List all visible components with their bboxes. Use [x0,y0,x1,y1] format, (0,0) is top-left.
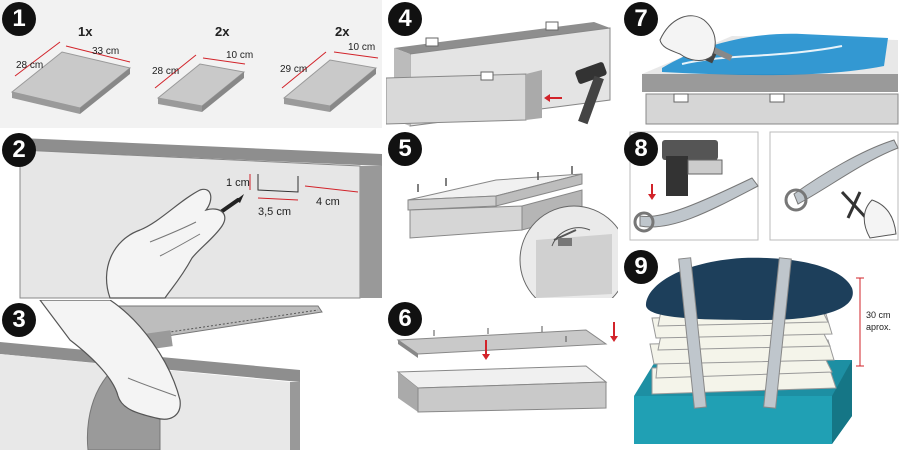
strap-left [678,257,707,409]
step-6-badge: 6 [388,302,422,336]
detail-inset [519,205,618,298]
sawing-illustration [0,300,323,450]
notch-outline [257,174,299,193]
painting-illustration [642,15,899,125]
board-2-length: 28 cm [152,66,180,77]
step-9-badge: 9 [624,250,658,284]
step-6-panel [386,300,618,450]
board-2-width: 10 cm [226,50,254,61]
arrow-down-icon [610,322,618,342]
board-1-length: 28 cm [16,60,44,71]
step-4-panel [386,0,618,128]
board-medium-a [154,54,246,112]
step-9-panel: 30 cm aprox. [622,248,900,450]
step-7-panel [622,0,900,128]
step-5-panel [386,130,618,298]
notch-offset-label: 4 cm [316,196,340,208]
hand-illustration [39,300,181,420]
step-1-badge: 1 [2,2,36,36]
step-1-panel: 1x 33 cm 28 cm 2x 10 cm 28 cm 2x 10 cm 2… [0,0,382,128]
step-2-badge: 2 [2,133,36,167]
notch-dimensions [249,174,359,201]
step-5-badge: 5 [388,132,422,166]
board-medium-b [281,51,379,112]
step-3-badge: 3 [2,303,36,337]
board-1-width: 33 cm [92,46,120,57]
notch-marking-illustration [19,138,382,299]
step-8-panel [622,130,900,246]
arrow-left-icon [544,94,562,102]
step-3-panel [0,300,382,450]
step-2-panel: 1 cm 3,5 cm 4 cm [0,130,382,300]
arrow-down-icon [482,340,490,360]
hammer-icon [575,62,607,125]
stacked-press-illustration [634,257,864,444]
arrow-down-icon [648,184,656,200]
boards-illustration [10,41,379,114]
straps-illustration [629,131,899,241]
board-3-width: 10 cm [348,42,376,53]
scissors-icon [840,190,870,222]
approx-label: aprox. [866,322,892,332]
step-8-badge: 8 [624,132,658,166]
board-3-qty: 2x [335,24,350,39]
step-4-badge: 4 [388,2,422,36]
lid-attaching-illustration [396,322,618,413]
notch-depth-label: 1 cm [226,177,250,189]
board-3-length: 29 cm [280,64,308,75]
step-7-badge: 7 [624,2,658,36]
height-label: 30 cm [866,310,891,320]
notch-width-label: 3,5 cm [258,206,292,218]
stapler-icon [662,140,723,196]
board-2-qty: 2x [215,24,230,39]
strap-right [763,257,792,409]
board-1-qty: 1x [78,24,93,39]
board-large [10,41,132,114]
hand-illustration [105,188,226,299]
frame-with-nails-illustration [407,166,618,298]
nailing-illustration [386,21,611,127]
hand-illustration [659,15,716,61]
